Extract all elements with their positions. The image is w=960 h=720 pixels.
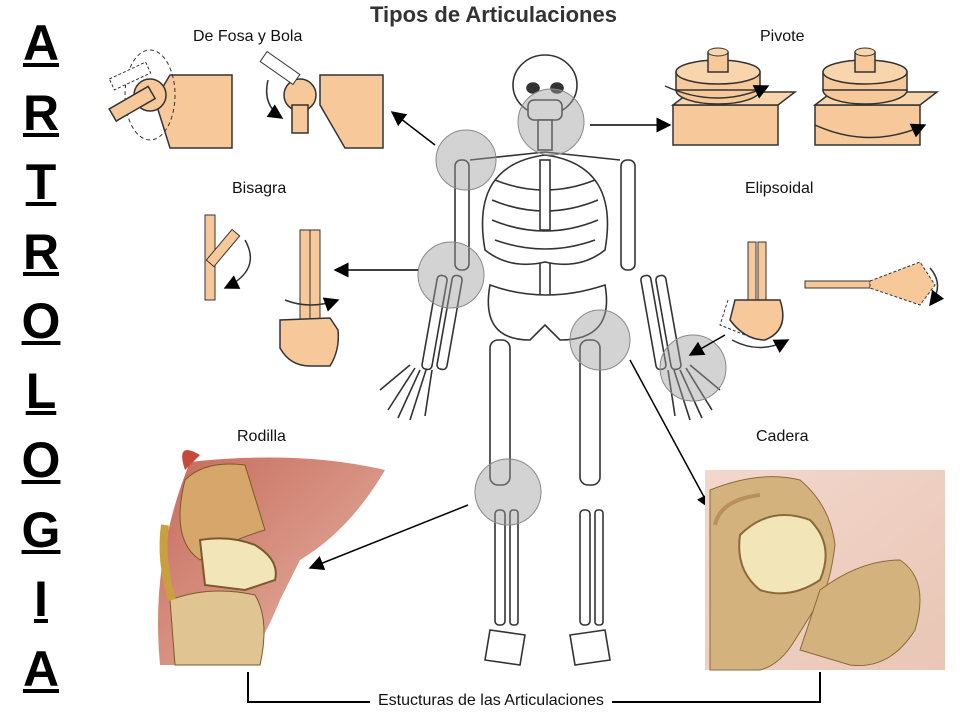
hip-anatomy-panel — [705, 470, 945, 671]
vertical-letter: I — [34, 571, 48, 627]
label-ball-socket: De Fosa y Bola — [193, 28, 303, 45]
skeleton — [379, 54, 721, 666]
vertical-letter: A — [22, 15, 60, 71]
vertical-letter: O — [21, 432, 61, 488]
pointer-arrows — [308, 111, 726, 570]
vertical-letter: A — [22, 640, 60, 697]
vertical-letter: O — [21, 293, 61, 349]
vertical-letter: L — [25, 362, 57, 419]
knee-anatomy-panel — [158, 450, 385, 666]
vertical-letter: R — [22, 223, 60, 280]
ellipsoid-illustration — [719, 241, 945, 353]
ball-socket-illustration — [108, 49, 384, 149]
label-hip: Cadera — [756, 428, 809, 445]
joint-highlights — [417, 88, 727, 526]
label-pivot: Pivote — [760, 28, 805, 45]
diagram-title: Tipos de Articulaciones — [370, 2, 617, 27]
label-knee: Rodilla — [237, 428, 286, 445]
bottom-caption: Estucturas de las Articulaciones — [370, 692, 612, 710]
hinge-illustration — [204, 214, 340, 367]
label-hinge: Bisagra — [232, 180, 287, 197]
label-ellipsoid: Elipsoidal — [745, 180, 814, 197]
vertical-letter: G — [21, 501, 61, 558]
pivot-illustration — [664, 47, 940, 146]
vertical-letter: T — [25, 154, 57, 210]
vertical-letter: R — [22, 84, 60, 141]
